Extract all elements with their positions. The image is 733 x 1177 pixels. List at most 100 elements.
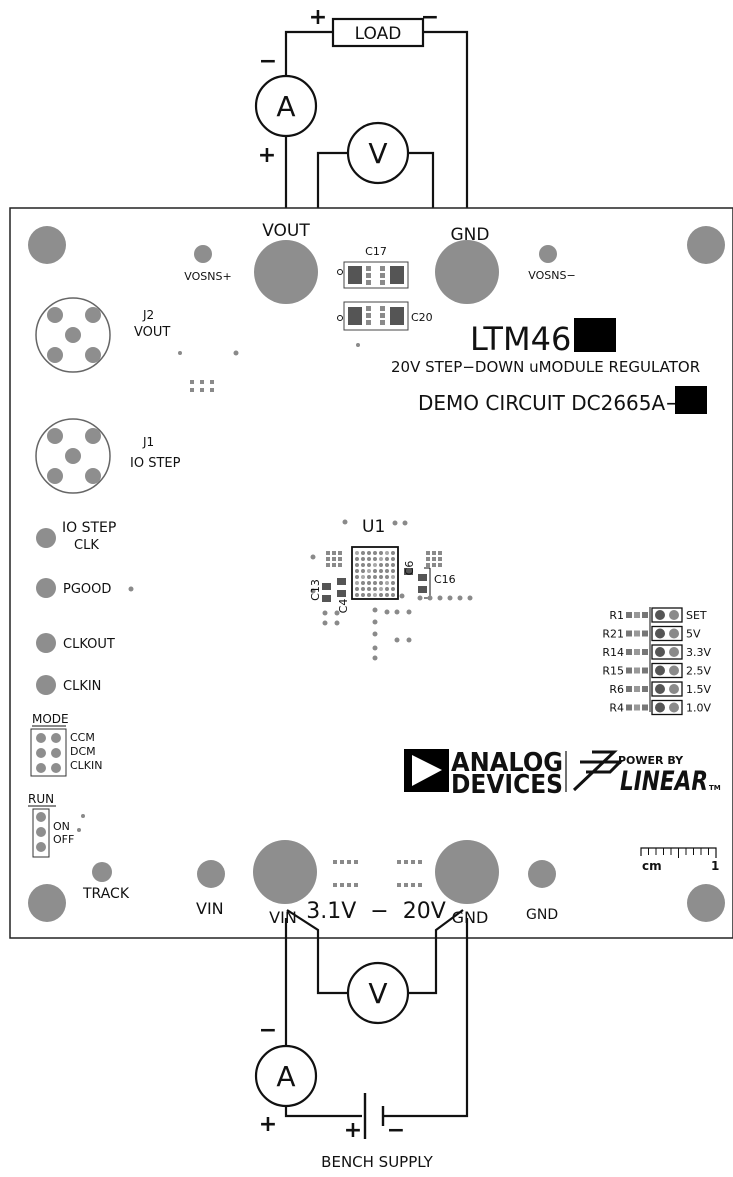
u1-ball	[361, 557, 365, 561]
capacitor-c20	[337, 301, 409, 347]
u1-ball	[391, 587, 395, 591]
j1-ref: J1	[142, 435, 154, 449]
load-plus: +	[309, 5, 327, 30]
resistor-ref: R6	[609, 683, 624, 696]
run-jumper	[32, 808, 85, 858]
board-subtitle: 20V STEP−DOWN uMODULE REGULATOR	[391, 358, 700, 376]
track-label: TRACK	[82, 886, 130, 902]
u1-ball	[385, 557, 389, 561]
c16-label: C16	[434, 573, 456, 586]
u1-ball	[355, 551, 359, 555]
u1-ball	[373, 587, 377, 591]
resistor-voltage-label: 1.5V	[686, 683, 711, 696]
u1-ball	[373, 575, 377, 579]
battery-plus: +	[344, 1118, 362, 1143]
mode-clkin: CLKIN	[70, 759, 103, 772]
c6-label: C6	[403, 561, 416, 576]
part-number-redaction	[574, 318, 616, 352]
mounting-hole-top-left	[28, 226, 66, 264]
clkout-label: CLKOUT	[63, 637, 115, 652]
pgood-label: PGOOD	[63, 582, 111, 597]
resistor-voltage-label: SET	[686, 609, 707, 622]
c17-label: C17	[365, 245, 387, 258]
resistor-voltage-label: 1.0V	[686, 702, 711, 715]
vin-sense-wire	[286, 909, 348, 995]
c13-label: C13	[309, 579, 322, 601]
devices-text: DEVICES	[451, 770, 563, 800]
vin-pad	[253, 840, 317, 904]
vosns-plus-pad	[194, 245, 212, 263]
vosns-minus-label: VOSNS−	[528, 269, 575, 282]
input-ammeter	[254, 1044, 318, 1108]
gnd-right-label: GND	[526, 907, 558, 923]
u1-ball	[361, 551, 365, 555]
resistor-footprint	[626, 699, 683, 716]
j2-connector	[35, 297, 111, 373]
mounting-hole-bottom-right	[687, 884, 725, 922]
resistor-ref: R1	[609, 609, 624, 622]
input-voltmeter-symbol: V	[368, 977, 387, 1010]
j2-ref: J2	[142, 308, 154, 322]
u1-ball	[355, 563, 359, 567]
vosns-minus-pad	[539, 245, 557, 263]
gnd-wire	[423, 30, 469, 240]
u1-ball	[361, 587, 365, 591]
resistor-ref: R15	[602, 665, 624, 678]
u1-ball	[361, 593, 365, 597]
io-step-clk-pad	[36, 528, 56, 548]
resistor-footprint	[626, 607, 683, 623]
output-ammeter-plus: +	[258, 143, 276, 168]
mode-jumper	[30, 728, 67, 777]
u1-ball	[367, 551, 371, 555]
j1-connector	[35, 418, 111, 494]
power-by-text: POWER BY	[618, 754, 684, 767]
vout-pad	[254, 240, 318, 304]
u1-ball	[385, 581, 389, 585]
gnd-bottom-label: GND	[452, 908, 489, 927]
u1-ball	[367, 581, 371, 585]
u1-ball	[391, 569, 395, 573]
io-step-label: IO STEP	[62, 520, 116, 536]
u1-ball	[391, 575, 395, 579]
u1-ball	[355, 575, 359, 579]
u1-ball	[355, 557, 359, 561]
gnd-sense-wire-bottom	[408, 909, 464, 995]
u1-ball	[373, 569, 377, 573]
gnd-pad-bottom	[435, 840, 499, 904]
demo-circuit-redaction	[675, 386, 707, 414]
u1-ball	[391, 593, 395, 597]
scale-value: 1	[711, 859, 719, 873]
u1-ball	[355, 587, 359, 591]
mode-ccm: CCM	[70, 731, 95, 744]
resistor-footprint	[626, 644, 683, 660]
j2-name: VOUT	[134, 325, 170, 340]
u1-ball	[355, 581, 359, 585]
scale-unit: cm	[642, 859, 662, 873]
gnd-pad-top	[435, 240, 499, 304]
demo-circuit-label: DEMO CIRCUIT DC2665A−	[418, 391, 682, 415]
u1-ball	[367, 587, 371, 591]
mounting-hole-bottom-left	[28, 884, 66, 922]
track-pad	[92, 862, 112, 882]
u1-ball	[385, 587, 389, 591]
u1-ball	[367, 563, 371, 567]
resistor-voltage-label: 2.5V	[686, 665, 711, 678]
gnd-sense-pad	[528, 860, 556, 888]
resistor-voltage-label: 3.3V	[686, 646, 711, 659]
u1-ball	[367, 575, 371, 579]
u1-ball	[367, 593, 371, 597]
input-caps	[333, 860, 422, 887]
mode-title: MODE	[32, 712, 69, 726]
run-title: RUN	[28, 792, 54, 806]
vout-label: VOUT	[262, 221, 310, 241]
load-resistor	[331, 17, 425, 48]
u1-ball	[391, 563, 395, 567]
vout-wire	[284, 30, 333, 215]
resistor-footprint	[626, 681, 683, 697]
run-on: ON	[53, 820, 70, 833]
scale-bar: cm 1	[640, 847, 719, 873]
input-ammeter-symbol: A	[276, 1060, 295, 1093]
top-output-circuit: LOAD + − A − + V	[254, 5, 469, 240]
